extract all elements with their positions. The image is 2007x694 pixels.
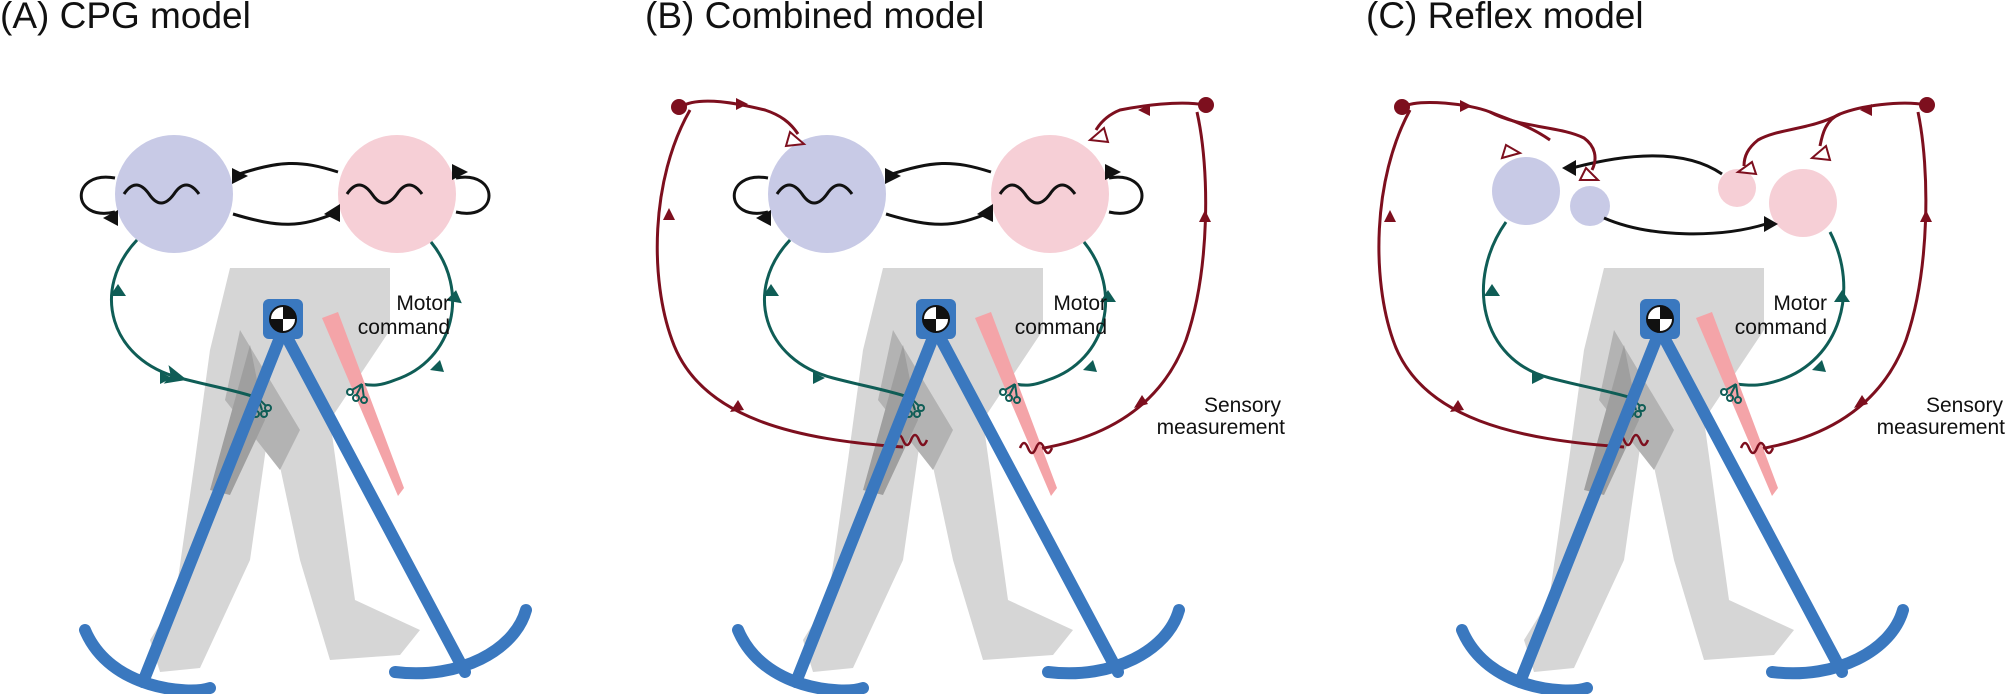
extensor-muscle: [1696, 312, 1778, 496]
extensor-interneuron: [1718, 169, 1756, 207]
sensory-feedback-path: [1031, 111, 1208, 452]
sensory-origin-node: [1198, 97, 1214, 113]
motor-command-path: [763, 238, 912, 400]
excitatory-synapse-icon: [1500, 143, 1523, 160]
muscle-spindle-icon: [1739, 441, 1775, 455]
panel-a: (A) CPG model: [0, 0, 532, 694]
self-excitation-loop: [732, 175, 769, 215]
panel-a-title: (A) CPG model: [0, 0, 251, 36]
motor-command-path: [361, 241, 454, 387]
motor-command-path: [1482, 221, 1633, 400]
inhibitory-connection: [885, 210, 992, 226]
center-of-mass-icon: [1646, 305, 1674, 333]
leg-model: [79, 324, 532, 694]
leg-model: [1456, 324, 1909, 694]
motor-command-label-line2: command: [358, 316, 450, 339]
excitatory-synapse-icon: [784, 130, 807, 148]
sensory-measurement-label-line1: Sensory: [1926, 394, 2004, 417]
inhibitory-connection: [885, 161, 992, 178]
self-excitation-loop: [455, 175, 491, 215]
motor-command-label-line1: Motor: [1053, 292, 1107, 315]
flexor-motoneuron: [1492, 157, 1560, 225]
oscillation-wave: [122, 183, 201, 205]
sensory-origin-node: [1919, 97, 1935, 113]
panel-b: (B) Combined model: [645, 0, 1286, 694]
inhibitory-connection: [232, 161, 339, 178]
center-of-mass-icon: [269, 305, 297, 333]
excitatory-synapse-icon: [1809, 144, 1832, 162]
sensory-origin-node: [671, 99, 687, 115]
self-excitation-loop: [1108, 175, 1144, 215]
extensor-muscle: [975, 312, 1057, 496]
extensor-motoneuron: [1769, 169, 1837, 237]
sensory-feedback-path: [655, 109, 904, 449]
sensory-feedback-path: [1094, 101, 1206, 131]
motor-endplate-icon: [1720, 383, 1742, 404]
oscillation-wave: [345, 183, 424, 205]
motor-command-label-line2: command: [1015, 316, 1107, 339]
motor-command-label-line1: Motor: [1773, 292, 1827, 315]
sensory-origin-node: [1394, 99, 1410, 115]
motor-command-path: [1735, 231, 1846, 387]
inhibitory-connection: [232, 210, 339, 226]
excitatory-synapse-icon: [1578, 166, 1601, 181]
panel-c-title: (C) Reflex model: [1366, 0, 1644, 36]
sensory-feedback-path: [1401, 101, 1551, 142]
sensory-feedback-path: [1752, 111, 1928, 452]
sensory-feedback-path: [1489, 110, 1597, 171]
panel-c: (C) Reflex model: [1366, 0, 2006, 694]
motor-endplate-icon: [999, 383, 1021, 404]
motor-command-label-line1: Motor: [396, 292, 450, 315]
panel-b-title: (B) Combined model: [645, 0, 984, 36]
sensory-measurement-label-line2: measurement: [1877, 416, 2006, 439]
inhibitory-connection: [1603, 216, 1767, 236]
sensory-feedback-path: [1818, 101, 1928, 147]
self-excitation-loop: [79, 175, 116, 215]
leg-model: [732, 324, 1185, 694]
motor-endplate-icon: [346, 383, 368, 404]
motor-command-path: [1014, 241, 1107, 387]
motor-command-path: [110, 238, 259, 400]
sensory-measurement-label-line1: Sensory: [1204, 394, 1282, 417]
sensory-feedback-path: [1377, 109, 1625, 449]
sensory-measurement-label-line2: measurement: [1157, 416, 1286, 439]
oscillation-wave: [775, 183, 854, 205]
motor-command-label-line2: command: [1735, 316, 1827, 339]
sensory-feedback-path: [679, 99, 800, 135]
muscle-spindle-icon: [893, 433, 929, 447]
extensor-muscle: [322, 312, 404, 496]
sensory-feedback-path: [1742, 112, 1841, 167]
center-of-mass-icon: [922, 305, 950, 333]
muscle-spindle-icon: [1018, 441, 1054, 455]
oscillation-wave: [998, 183, 1077, 205]
excitatory-synapse-icon: [1735, 160, 1758, 176]
excitatory-synapse-icon: [1087, 126, 1110, 144]
flexor-interneuron: [1570, 186, 1610, 226]
